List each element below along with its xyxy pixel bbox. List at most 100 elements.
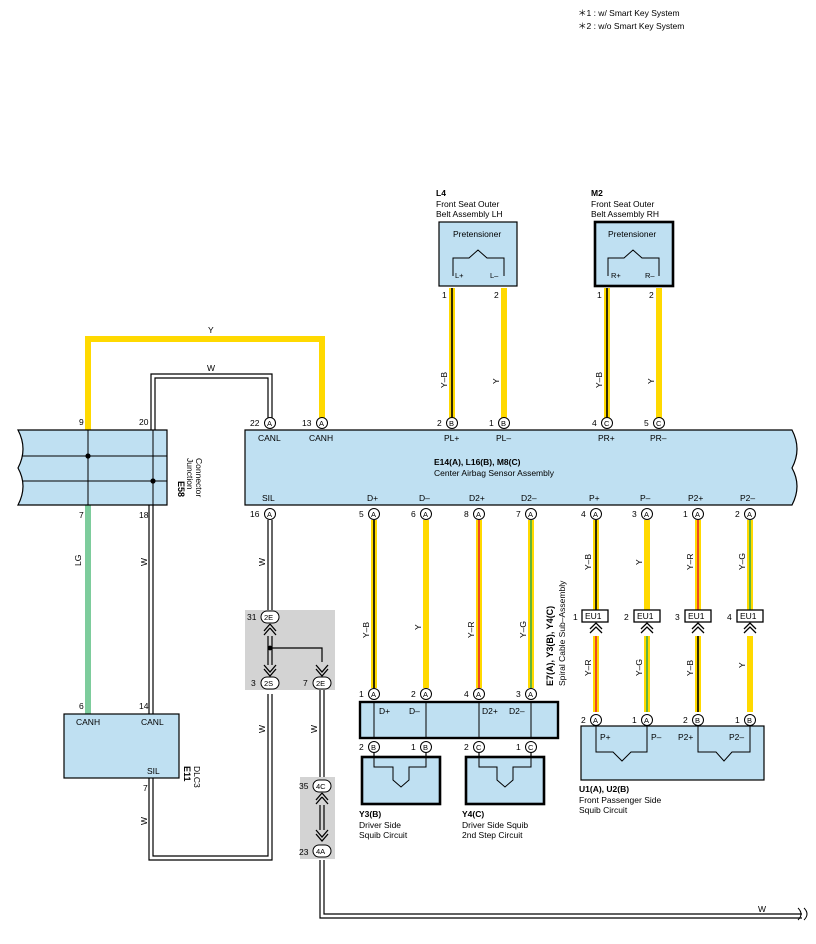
wire-label-y-d: Y bbox=[413, 624, 423, 630]
wire-label-y-p: Y bbox=[634, 559, 644, 565]
svg-text:2: 2 bbox=[464, 742, 469, 752]
l4-pretensioner-symbol bbox=[452, 249, 505, 276]
svg-text:A: A bbox=[593, 510, 598, 519]
u1-id: U1(A), U2(B) bbox=[579, 784, 629, 794]
joint-2s-3: 3 2S bbox=[251, 676, 280, 690]
joint-4a-23: 23 4A bbox=[299, 844, 332, 858]
svg-text:PL+: PL+ bbox=[444, 433, 459, 443]
ecu-top-pin-pr-plus: 4 C PR+ bbox=[592, 417, 615, 443]
svg-text:2: 2 bbox=[581, 715, 586, 725]
spiral-bottom-pin-1c: 1 C bbox=[516, 741, 537, 753]
joint-4a-chevron bbox=[315, 829, 329, 842]
svg-text:C: C bbox=[656, 419, 662, 428]
svg-text:2: 2 bbox=[683, 715, 688, 725]
wire-label-yr-u1: Y–R bbox=[583, 659, 593, 676]
e11-term-canl: CANL bbox=[141, 717, 164, 727]
e58-pin-20: 20 bbox=[139, 417, 149, 427]
e58-junction-connector bbox=[17, 429, 168, 506]
e11-id: E11 bbox=[182, 766, 192, 782]
svg-text:EU1: EU1 bbox=[740, 611, 757, 621]
e58-splice-dot-1 bbox=[85, 453, 91, 459]
wire-w-canl-a bbox=[150, 373, 273, 430]
u1-name-2: Squib Circuit bbox=[579, 805, 628, 815]
wire-label-yb-p: Y–B bbox=[583, 554, 593, 570]
e58-pin-7: 7 bbox=[79, 510, 84, 520]
m2-term-r-plus: R+ bbox=[611, 271, 621, 280]
svg-text:1: 1 bbox=[632, 715, 637, 725]
joint-2e-2s-wire bbox=[267, 636, 273, 665]
svg-text:B: B bbox=[423, 743, 428, 752]
e58-pin-9: 9 bbox=[79, 417, 84, 427]
svg-text:C: C bbox=[476, 743, 482, 752]
svg-text:2: 2 bbox=[411, 689, 416, 699]
y3-name-1: Driver Side bbox=[359, 820, 401, 830]
wire-w-bottom-b bbox=[323, 860, 802, 915]
spiral-name: Spiral Cable Sub–Assembly bbox=[557, 580, 567, 686]
svg-text:P+: P+ bbox=[589, 493, 600, 503]
joint-2e-7: 7 2E bbox=[303, 676, 332, 690]
svg-text:A: A bbox=[371, 510, 376, 519]
ecu-top-pin-pl-plus: 2 B PL+ bbox=[437, 417, 459, 443]
u1-term-p-minus: P– bbox=[651, 732, 662, 742]
wire-label-yb-l4: Y–B bbox=[439, 372, 449, 388]
e11-pin-14: 14 bbox=[139, 701, 149, 711]
l4-name-2: Belt Assembly LH bbox=[436, 209, 503, 219]
ecu-bottom-pin-p-plus: P+ 4 A bbox=[581, 493, 602, 520]
wire-label-w-sil-mid: W bbox=[257, 725, 267, 733]
svg-text:D2+: D2+ bbox=[469, 493, 485, 503]
svg-text:A: A bbox=[644, 510, 649, 519]
spiral-top-pin-4: 4 A bbox=[464, 688, 485, 700]
note-no-smart-key: ＊2 : w/o Smart Key System bbox=[578, 21, 684, 31]
eu1-connector-2: 2 EU1 bbox=[624, 609, 661, 634]
svg-text:EU1: EU1 bbox=[688, 611, 705, 621]
ecu-top-pin-pl-minus: 1 B PL– bbox=[489, 417, 511, 443]
wire-label-yg-u1: Y–G bbox=[634, 659, 644, 676]
spiral-term-d2-plus: D2+ bbox=[482, 706, 498, 716]
l4-id: L4 bbox=[436, 188, 446, 198]
svg-text:D2–: D2– bbox=[521, 493, 537, 503]
ecu-bottom-pin-d2-plus: D2+ 8 A bbox=[464, 493, 485, 520]
u1-name-1: Front Passenger Side bbox=[579, 795, 661, 805]
wire-label-yg-p2: Y–G bbox=[737, 553, 747, 570]
svg-text:31: 31 bbox=[247, 612, 257, 622]
svg-text:4: 4 bbox=[581, 509, 586, 519]
m2-pretensioner-symbol bbox=[607, 249, 660, 276]
svg-text:2: 2 bbox=[735, 509, 740, 519]
e11-name: DLC3 bbox=[192, 766, 202, 788]
spiral-bottom-pin-1b: 1 B bbox=[411, 741, 432, 753]
svg-text:A: A bbox=[528, 690, 533, 699]
l4-term-l-minus: L– bbox=[490, 271, 499, 280]
y4-driver-side-squib-2nd bbox=[464, 755, 546, 806]
spiral-top-pin-2: 2 A bbox=[411, 688, 432, 700]
svg-text:23: 23 bbox=[299, 847, 309, 857]
m2-term-r-minus: R– bbox=[645, 271, 655, 280]
wire-w-canl-b bbox=[154, 377, 269, 430]
wire-w-bottom-a bbox=[319, 860, 802, 919]
svg-text:1: 1 bbox=[359, 689, 364, 699]
svg-text:2: 2 bbox=[437, 418, 442, 428]
svg-text:1: 1 bbox=[683, 509, 688, 519]
svg-text:CANL: CANL bbox=[258, 433, 281, 443]
joint-2e-31: 31 2E bbox=[247, 610, 280, 624]
spiral-top-pin-1: 1 A bbox=[359, 688, 380, 700]
wire-label-y: Y bbox=[208, 325, 214, 335]
svg-text:13: 13 bbox=[302, 418, 312, 428]
wire-label-w-sil-top: W bbox=[257, 558, 267, 566]
svg-text:A: A bbox=[267, 510, 272, 519]
e11-term-sil: SIL bbox=[147, 766, 160, 776]
e58-splice-dot-2 bbox=[150, 478, 156, 484]
joint-4c-chevron bbox=[315, 792, 329, 805]
svg-text:A: A bbox=[371, 690, 376, 699]
ecu-top-pin-pr-minus: 5 C PR– bbox=[644, 417, 667, 443]
svg-text:3: 3 bbox=[632, 509, 637, 519]
eu1-connector-3: 3 EU1 bbox=[675, 609, 712, 634]
svg-text:1: 1 bbox=[516, 742, 521, 752]
svg-text:PR–: PR– bbox=[650, 433, 667, 443]
ecu-bottom-pin-p2-plus: P2+ 1 A bbox=[683, 493, 704, 520]
m2-pin-1: 1 bbox=[597, 290, 602, 300]
m2-name-1: Front Seat Outer bbox=[591, 199, 654, 209]
e58-internal-lines bbox=[22, 430, 167, 505]
svg-text:PL–: PL– bbox=[496, 433, 511, 443]
spiral-bottom-pin-2c: 2 C bbox=[464, 741, 485, 753]
